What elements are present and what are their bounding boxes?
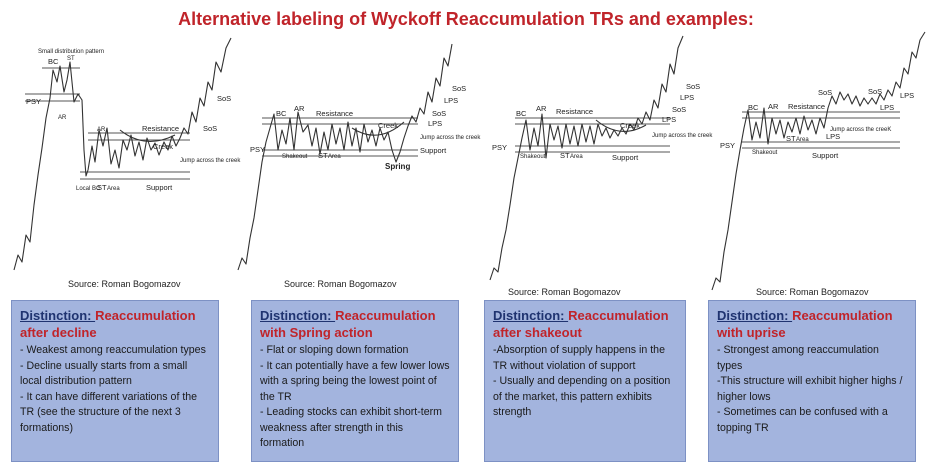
source-caption: Source: Roman Bogomazov (508, 287, 621, 297)
label-psy: PSY (492, 143, 507, 152)
label-support: Support (812, 151, 839, 160)
box-title: Reaccumulation with uprise (717, 308, 893, 340)
distinction-box-spring: Distinction: Reaccumulation with Spring … (251, 300, 459, 462)
label-resistance: Resistance (556, 107, 593, 116)
label-lps: LPS (826, 132, 840, 141)
label-resistance: Resistance (788, 102, 825, 111)
box-heading: Distinction: Reaccumulation after declin… (20, 307, 210, 341)
label-lps: LPS (900, 91, 914, 100)
box-prefix: Distinction: (20, 308, 96, 323)
label-st: ST (786, 134, 796, 143)
label-bc: BC (48, 57, 59, 66)
label-ar: AR (97, 127, 106, 133)
label-st: ST (67, 56, 75, 62)
label-spring: Spring (385, 162, 410, 171)
diagram-uprise: BC AR Resistance SoS SoS LPS LPS LPS Jum… (711, 31, 926, 291)
distinction-box-uprise: Distinction: Reaccumulation with uprise … (708, 300, 916, 462)
label-ar: AR (536, 104, 547, 113)
page-title: Alternative labeling of Wyckoff Reaccumu… (178, 9, 754, 29)
list-item: -This structure will exhibit higher high… (717, 375, 903, 403)
label-bc: BC (276, 109, 287, 118)
box-bullets: - Strongest among reaccumulation types -… (717, 343, 907, 436)
label-lps: LPS (680, 93, 694, 102)
box-title: Reaccumulation with Spring action (260, 308, 436, 340)
label-sos: SoS (217, 94, 231, 103)
label-resistance: Resistance (316, 109, 353, 118)
source-caption: Source: Roman Bogomazov (284, 279, 397, 289)
list-item: - It can potentially have a few lower lo… (260, 359, 450, 403)
label-jump: Jump across the creek (180, 158, 241, 164)
diagram-shakeout: BC AR Resistance Creek PSY Shakeout ST A… (489, 35, 713, 281)
label-sos: SoS (203, 124, 217, 133)
label-support: Support (146, 183, 173, 192)
box-heading: Distinction: Reaccumulation with uprise (717, 307, 907, 341)
label-jump: Jump across the creek (652, 133, 713, 139)
label-bc: BC (516, 109, 527, 118)
list-item: - Weakest among reaccumulation types (20, 344, 206, 356)
label-st: ST (97, 183, 107, 192)
list-item: - Leading stocks can exhibit short-term … (260, 406, 442, 449)
label-shakeout: Shakeout (282, 154, 308, 160)
label-sos: SoS (868, 87, 882, 96)
label-creek: Creek (153, 142, 173, 151)
wyckoff-diagrams: Small distribution pattern BC ST PSY AR … (13, 31, 926, 291)
label-support: Support (612, 153, 639, 162)
label-shakeout: Shakeout (752, 150, 778, 156)
box-heading: Distinction: Reaccumulation after shakeo… (493, 307, 677, 341)
box-prefix: Distinction: (493, 308, 569, 323)
box-bullets: -Absorption of supply happens in the TR … (493, 343, 677, 421)
list-item: - Strongest among reaccumulation types (717, 344, 879, 372)
label-local-bc: Local BC (76, 186, 101, 192)
box-bullets: - Weakest among reaccumulation types - D… (20, 343, 210, 436)
label-sos: SoS (686, 82, 700, 91)
label-sos: SoS (818, 88, 832, 97)
label-ar: AR (768, 102, 779, 111)
box-prefix: Distinction: (717, 308, 793, 323)
label-area: Area (328, 154, 341, 160)
list-item: -Absorption of supply happens in the TR … (493, 344, 665, 372)
label-sos: SoS (432, 109, 446, 118)
label-st: ST (560, 151, 570, 160)
box-title: Reaccumulation after decline (20, 308, 196, 340)
label-ar: AR (58, 115, 67, 121)
box-heading: Distinction: Reaccumulation with Spring … (260, 307, 450, 341)
list-item: - Decline usually starts from a small lo… (20, 359, 188, 388)
label-jump: Jump across the creek (420, 135, 481, 141)
label-support: Support (420, 146, 447, 155)
diagram-spring: BC AR Resistance Creek PSY Shakeout ST A… (237, 43, 481, 271)
distinction-box-shakeout: Distinction: Reaccumulation after shakeo… (484, 300, 686, 462)
label-jump: Jump across the creeK (830, 127, 891, 133)
label-lps: LPS (444, 96, 458, 105)
list-item: - It can have different variations of th… (20, 390, 198, 434)
label-area: Area (107, 186, 120, 192)
label-psy: PSY (720, 141, 735, 150)
label-lps: LPS (662, 115, 676, 124)
label-lps: LPS (428, 119, 442, 128)
source-caption: Source: Roman Bogomazov (756, 287, 869, 297)
label-bc: BC (748, 103, 759, 112)
label-ar: AR (294, 104, 305, 113)
box-title: Reaccumulation after shakeout (493, 308, 669, 340)
source-caption: Source: Roman Bogomazov (68, 279, 181, 289)
diagram-after-decline: Small distribution pattern BC ST PSY AR … (13, 37, 241, 271)
label-creek: Creek (378, 121, 398, 130)
label-creek: Creek (620, 121, 640, 130)
label-shakeout: Shakeout (520, 154, 546, 160)
distinction-box-after-decline: Distinction: Reaccumulation after declin… (11, 300, 219, 462)
label-psy: PSY (250, 145, 265, 154)
label-lps: LPS (880, 103, 894, 112)
list-item: - Flat or sloping down formation (260, 344, 409, 356)
label-area: Area (570, 154, 583, 160)
box-prefix: Distinction: (260, 308, 336, 323)
list-item: - Sometimes can be confused with a toppi… (717, 406, 888, 434)
label-sos: SoS (452, 84, 466, 93)
label-resistance: Resistance (142, 124, 179, 133)
label-area: Area (796, 137, 809, 143)
label-small-distribution: Small distribution pattern (38, 49, 104, 55)
label-psy: PSY (26, 97, 41, 106)
label-sos: SoS (672, 105, 686, 114)
box-bullets: - Flat or sloping down formation - It ca… (260, 343, 450, 452)
label-st: ST (318, 151, 328, 160)
list-item: - Usually and depending on a position of… (493, 375, 671, 418)
